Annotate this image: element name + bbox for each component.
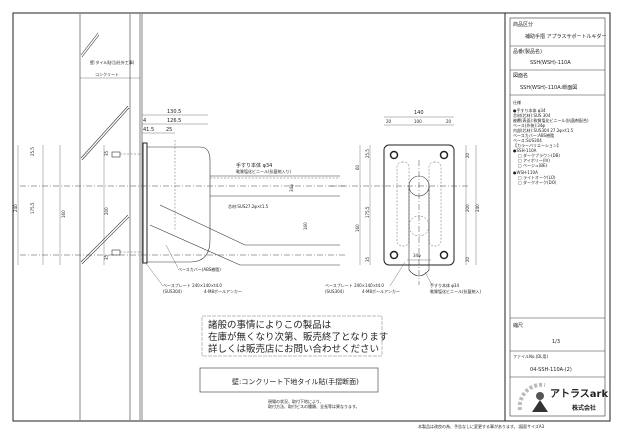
dim-label: 35 <box>104 254 109 260</box>
spec-line: 芯材(芯材):SUS 304 <box>513 112 551 118</box>
spec-line: ベース(外装):34φ <box>513 122 545 128</box>
discontinued-notice: 諸般の事情によりこの製品は 在庫が無くなり次第、販売終了となります 詳しくは販売… <box>201 315 388 357</box>
dim-label: 160 <box>61 210 66 218</box>
company-suffix: 株式会社 <box>572 404 596 412</box>
dim-label: 35 <box>365 256 370 262</box>
spec-list: ●手すり本体 φ34 芯材(芯材):SUS 304 被覆(表面):軟質塩化ビニー… <box>513 107 589 143</box>
dim-label: 25.5 <box>365 149 370 158</box>
rail-label: 軟質塩化ビニール(抗菌剤入) <box>430 288 482 294</box>
dim-label: 20 <box>446 119 452 124</box>
anchor-label: 4-M8ボールアンカー <box>362 288 400 294</box>
dim-label: 130.5 <box>167 109 181 115</box>
dim-label: 20 <box>465 152 470 158</box>
rail-label: 手すり本体 φ34 <box>236 162 272 169</box>
dim-label: 20 <box>386 119 392 124</box>
spec-line: ●手すり本体 φ34 <box>513 107 546 113</box>
dim-label: 200 <box>104 207 109 215</box>
dim-label: 175.5 <box>30 202 35 214</box>
concrete-label: コンクリート <box>95 71 119 77</box>
rail-label: 手すり本体 φ34 <box>430 282 459 288</box>
color-option: □ アイボリー(IV) <box>518 157 550 163</box>
notice-line: 在庫が無くなり次第、販売終了となります <box>208 331 388 343</box>
color-option: □ ダークブラウン(DB) <box>518 152 560 158</box>
company-logo: アトラスark 株式会社 <box>517 382 608 412</box>
dim-label: 240 <box>13 204 18 212</box>
plate-label: ベースプレート 240×140×t4.0 <box>163 282 222 288</box>
side-view: 壁:タイル貼(当社外工事) コンクリート 130.5 126.5 41.5 25… <box>13 14 345 420</box>
spec-line: ベース:SUS304 <box>513 138 542 143</box>
install-note: 現場の状況、取付下地により、 <box>268 398 324 404</box>
dim-label: 4 <box>143 118 146 124</box>
wall-label: 壁:タイル貼(当社外工事) <box>90 59 135 65</box>
dim-label: 200 <box>465 204 470 212</box>
color-option: □ ダークオーク(DO) <box>518 179 557 185</box>
spec-line: 被覆(表面):軟質塩化ビニール(抗菌剤配合) <box>513 117 589 123</box>
notice-line: 詳しくは販売店にお問い合わせください <box>208 343 379 355</box>
title-block: 商品区分 補助手摺 アプラスサポートルキダー 品番(製品名) SSH(WSH)-… <box>509 17 608 417</box>
dim-label: 240 <box>475 204 480 212</box>
dim-label: 126.5 <box>167 118 181 124</box>
color-option: □ ベージュ(BE) <box>518 163 548 168</box>
install-note: 取付方法、取付ビスの種類、全長等は異なります。 <box>268 403 360 409</box>
anchor-label: 4-M8ボールアンカー <box>204 288 242 294</box>
spec-line: ベースカバー:ABS樹脂 <box>513 132 554 138</box>
dim-label: 41.5 <box>143 127 154 133</box>
file-no-value: 04-SSH-110A-(2) <box>530 367 572 373</box>
dim-label: 25 <box>166 127 172 133</box>
drawing-frame <box>12 12 611 422</box>
wall-caption: 壁:コンクリート下地タイル貼(手摺断面) <box>232 377 359 386</box>
drawing-name-label: 図面名 <box>513 72 528 79</box>
dim-label: 160 <box>355 224 360 232</box>
dim-label: 34φ <box>413 253 421 258</box>
front-view: 140 20 100 20 60 25.5 175.5 160 35 20 20… <box>325 110 482 294</box>
color-group-1: ●SSH-110A <box>513 148 537 153</box>
dim-label: 35 <box>104 150 109 156</box>
plate-label: ベースプレート 240×140×t4.0 <box>325 282 384 288</box>
scale-label: 縮尺 <box>513 322 523 329</box>
plate-material: (SUS304) <box>325 289 344 294</box>
core-label: 芯材:SUS27.2φ×t1.5 <box>228 203 269 209</box>
company-name: アトラスark <box>550 388 608 400</box>
dim-label: 140 <box>414 110 424 116</box>
scale-value: 1/3 <box>552 339 560 345</box>
footer-note: 本製品は改良の為、予告なしに変更する事があります。:図面サイズA3 <box>418 423 545 429</box>
part-no-value: SSH(WSH)-110A <box>530 60 571 66</box>
cover-label: ベースカバー(ABS樹脂) <box>178 266 221 272</box>
dim-label: 160 <box>303 222 308 230</box>
rail-label: 軟質塩化ビニール(抗菌剤入り) <box>236 168 292 174</box>
dim-label: 25.5 <box>30 147 35 156</box>
drawing-name-value: SSH(WSH)-110A:断面図 <box>520 84 577 91</box>
dim-label: 175.5 <box>365 206 370 218</box>
color-group-2: ●WSH-110A <box>513 170 538 175</box>
color-label: 【カラーバリエーション】 <box>513 142 561 148</box>
wall-caption-box <box>199 367 379 393</box>
dim-label: 60 <box>355 164 360 170</box>
dim-label: 20 <box>465 256 470 262</box>
spec-line: 内部(芯材):SUS304 27.2φ×t1.5 <box>513 127 574 133</box>
category-label: 商品区分 <box>513 21 533 28</box>
dim-label: 34φ <box>289 184 294 192</box>
category-value: 補助手摺 アプラスサポートルキダー <box>525 33 607 40</box>
plate-material: (SUS304) <box>163 289 182 294</box>
notice-line: 諸般の事情によりこの製品は <box>208 319 332 331</box>
color-option: □ ライトオーク(LO) <box>518 174 556 180</box>
spec-label: 仕様 <box>513 99 521 105</box>
file-no-label: ファイルNo.(DL用) <box>513 354 549 359</box>
dim-label: 100 <box>414 119 422 124</box>
part-no-label: 品番(製品名) <box>513 48 542 55</box>
